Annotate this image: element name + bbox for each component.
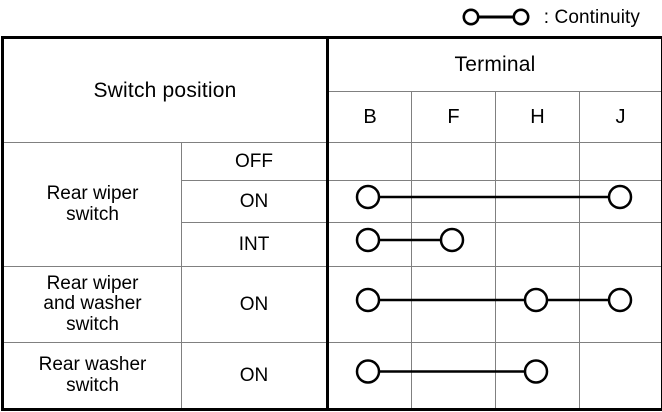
position-label-on-washer: ON [180,342,329,410]
continuity-legend: : Continuity [0,0,662,34]
position-label-off: OFF [180,142,329,181]
header-terminal: Terminal [326,37,662,92]
table-row: Rear wiper switch OFF [2,142,662,267]
group-label-line: switch [66,313,119,335]
header-terminal-b: B [326,91,413,143]
group-label-line: Rear washer [38,354,147,376]
cell-on-washer-f [411,342,497,410]
position-label-int: INT [180,222,329,267]
cell-on-washer-j [579,342,662,410]
table-body: Rear wiper switch OFF ON INT Rea [2,142,662,410]
continuity-symbol-icon [457,5,535,29]
cell-on-wiper-f [411,180,497,223]
cell-on-wiper-washer-h [495,266,581,343]
header-row-top: Switch position Terminal [1,37,662,143]
cell-on-washer-h [495,342,581,410]
cell-on-wiper-j [579,180,662,223]
switch-continuity-table: Switch position Terminal B F H J Rear wi… [1,36,662,411]
group-label-rear-wiper-and-washer-switch: Rear wiper and washer switch [2,266,182,343]
header-terminal-h: H [495,91,581,143]
cell-on-wiper-washer-b [326,266,413,343]
cell-off-f [411,142,497,181]
header-terminal-f: F [411,91,497,143]
table-row: Rear washer switch ON [2,342,662,410]
cell-int-f [411,222,497,267]
header-terminal-j: J [579,91,662,143]
cell-off-j [579,142,662,181]
group-label-line: switch [66,203,119,225]
group-label-line: Rear wiper [46,273,139,294]
position-label-on-wiper-washer: ON [180,266,329,343]
cell-on-wiper-h [495,180,581,223]
continuity-legend-label: : Continuity [543,6,640,28]
position-label-on-wiper: ON [180,180,329,223]
cell-on-wiper-b [326,180,413,223]
table-header: Switch position Terminal B F H J [1,37,662,143]
cell-on-wiper-washer-j [579,266,662,343]
cell-int-h [495,222,581,267]
table-row: Rear wiper and washer switch ON [2,266,662,343]
group-label-line: switch [66,374,119,396]
group-label-line: and washer [43,293,142,315]
cell-off-b [326,142,413,181]
group-label-rear-washer-switch: Rear washer switch [2,342,182,410]
header-switch-position: Switch position [1,37,329,143]
cell-off-h [495,142,581,181]
group-label-line: Rear wiper [46,183,139,205]
cell-on-wiper-washer-f [411,266,497,343]
cell-int-b [326,222,413,267]
cell-on-washer-b [326,342,413,410]
group-label-rear-wiper-switch: Rear wiper switch [2,142,182,267]
cell-int-j [579,222,662,267]
